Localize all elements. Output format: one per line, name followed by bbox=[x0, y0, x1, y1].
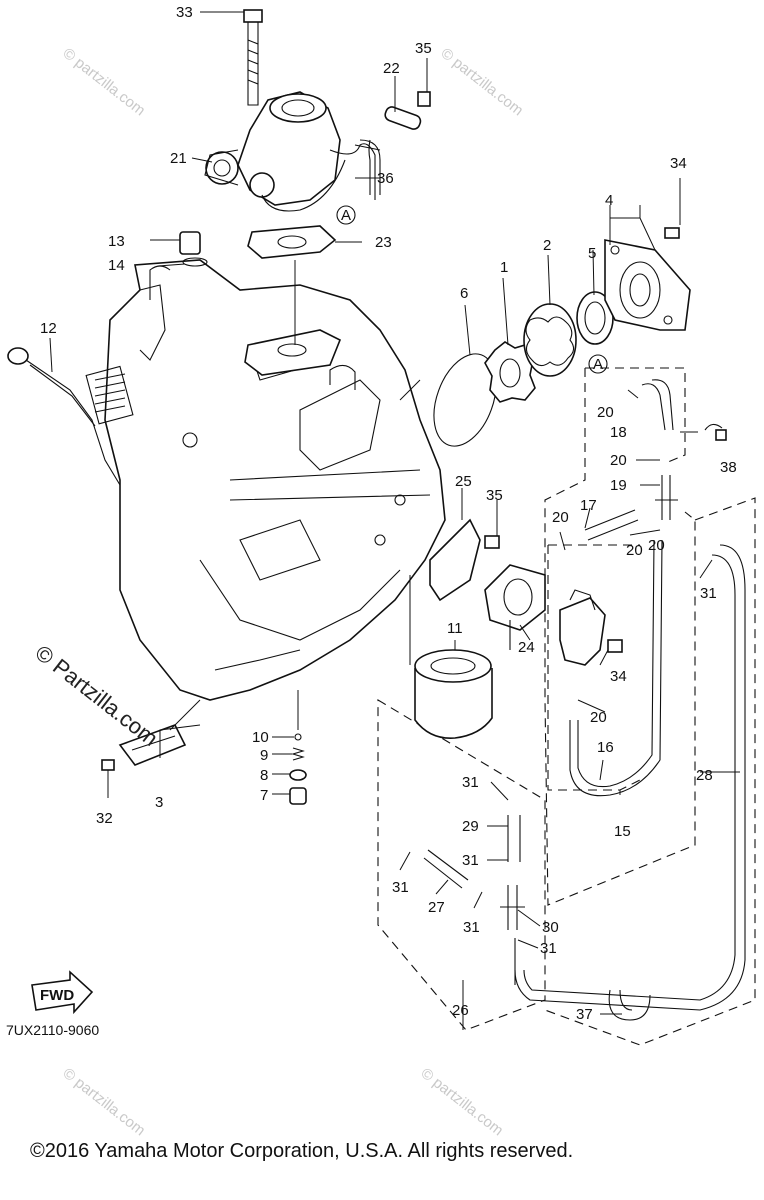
leader-lines bbox=[49, 11, 740, 1030]
callout-1: 1 bbox=[500, 259, 508, 276]
callout-12: 12 bbox=[40, 320, 57, 337]
vent-hose-36 bbox=[261, 139, 381, 212]
callout-14: 14 bbox=[108, 257, 125, 274]
callout-numbers: 1 2 3 4 5 6 7 8 9 10 11 12 13 14 15 16 1… bbox=[40, 4, 737, 1023]
fwd-label: FWD bbox=[40, 987, 74, 1004]
callout-20c: 20 bbox=[552, 509, 569, 526]
callout-21: 21 bbox=[170, 150, 187, 167]
bolt-35-mid bbox=[484, 535, 500, 549]
callout-31c: 31 bbox=[462, 852, 479, 869]
clamp-37 bbox=[608, 989, 651, 1021]
callout-34a: 34 bbox=[670, 155, 687, 172]
callout-31f: 31 bbox=[540, 940, 557, 957]
callout-4: 4 bbox=[605, 192, 613, 209]
fuel-line-group-outline bbox=[377, 699, 546, 1031]
long-hose-group-outline bbox=[544, 497, 756, 1046]
cap-13 bbox=[179, 231, 201, 255]
drain-stack bbox=[289, 733, 307, 805]
circle-a-markers: A A bbox=[336, 205, 608, 374]
hoses bbox=[423, 379, 746, 1011]
inner-rotor-1 bbox=[484, 341, 536, 403]
callout-22: 22 bbox=[383, 60, 400, 77]
callout-20e: 20 bbox=[590, 709, 607, 726]
callout-31e: 31 bbox=[463, 919, 480, 936]
callout-13: 13 bbox=[108, 233, 125, 250]
callout-24: 24 bbox=[518, 639, 535, 656]
bolt-33 bbox=[243, 9, 263, 106]
callout-10: 10 bbox=[252, 729, 269, 746]
callout-17: 17 bbox=[580, 497, 597, 514]
callout-33: 33 bbox=[176, 4, 193, 21]
strainer-3 bbox=[118, 724, 187, 766]
watermark-4: © partzilla.com bbox=[418, 1065, 507, 1140]
callout-29: 29 bbox=[462, 818, 479, 835]
callout-34b: 34 bbox=[610, 668, 627, 685]
carburetor bbox=[204, 91, 381, 206]
fuel-filter-24 bbox=[484, 564, 546, 650]
callout-25: 25 bbox=[455, 473, 472, 490]
callout-26: 26 bbox=[452, 1002, 469, 1019]
callout-7: 7 bbox=[260, 787, 268, 804]
bolt-32 bbox=[101, 759, 115, 771]
callout-37: 37 bbox=[576, 1006, 593, 1023]
dipstick-12 bbox=[7, 347, 121, 486]
callout-18: 18 bbox=[610, 424, 627, 441]
callout-5: 5 bbox=[588, 245, 596, 262]
callout-9: 9 bbox=[260, 747, 268, 764]
diagram-code: 7UX2110-9060 bbox=[6, 1022, 100, 1038]
callout-30: 30 bbox=[542, 919, 559, 936]
callout-20f: 20 bbox=[648, 537, 665, 554]
callout-2: 2 bbox=[543, 237, 551, 254]
marker-a-1: A bbox=[341, 207, 351, 224]
watermark-2: © partzilla.com bbox=[438, 45, 527, 120]
callout-36: 36 bbox=[377, 170, 394, 187]
callout-23: 23 bbox=[375, 234, 392, 251]
callout-38: 38 bbox=[720, 459, 737, 476]
copyright-notice: ©2016 Yamaha Motor Corporation, U.S.A. A… bbox=[30, 1140, 574, 1162]
callout-3: 3 bbox=[155, 794, 163, 811]
clip-38 bbox=[704, 423, 727, 441]
callout-35a: 35 bbox=[415, 40, 432, 57]
callout-8: 8 bbox=[260, 767, 268, 784]
callout-11: 11 bbox=[447, 620, 463, 637]
callout-31a: 31 bbox=[700, 585, 717, 602]
callout-20d: 20 bbox=[626, 542, 643, 559]
watermark-1: © partzilla.com bbox=[60, 45, 149, 120]
callout-28: 28 bbox=[696, 767, 713, 784]
engine-block bbox=[85, 259, 446, 701]
gasket-23 bbox=[247, 225, 337, 259]
callout-6: 6 bbox=[460, 285, 468, 302]
callout-20b: 20 bbox=[610, 452, 627, 469]
oring-14 bbox=[182, 257, 208, 267]
oring-6 bbox=[433, 353, 497, 447]
callout-15: 15 bbox=[614, 823, 631, 840]
callout-20a: 20 bbox=[597, 404, 614, 421]
oil-filter-11 bbox=[414, 649, 493, 739]
fuel-pump-15 bbox=[559, 589, 623, 666]
callout-27: 27 bbox=[428, 899, 445, 916]
intake-flange bbox=[244, 329, 342, 376]
callout-31d: 31 bbox=[392, 879, 409, 896]
callout-19: 19 bbox=[610, 477, 627, 494]
callout-31b: 31 bbox=[462, 774, 479, 791]
fwd-arrow: FWD bbox=[31, 970, 94, 1015]
bolt-34-top bbox=[664, 227, 680, 239]
fuel-pump-group-outline bbox=[544, 367, 696, 906]
bracket-25 bbox=[429, 518, 481, 602]
outer-rotor-2 bbox=[523, 303, 577, 377]
watermark-3: © partzilla.com bbox=[60, 1065, 149, 1140]
oil-seal-5 bbox=[576, 291, 614, 345]
callout-35b: 35 bbox=[486, 487, 503, 504]
pump-cover-4 bbox=[604, 239, 691, 331]
marker-a-2: A bbox=[593, 356, 603, 373]
bracket-22 bbox=[384, 91, 431, 130]
callout-32: 32 bbox=[96, 810, 113, 827]
callout-16: 16 bbox=[597, 739, 614, 756]
